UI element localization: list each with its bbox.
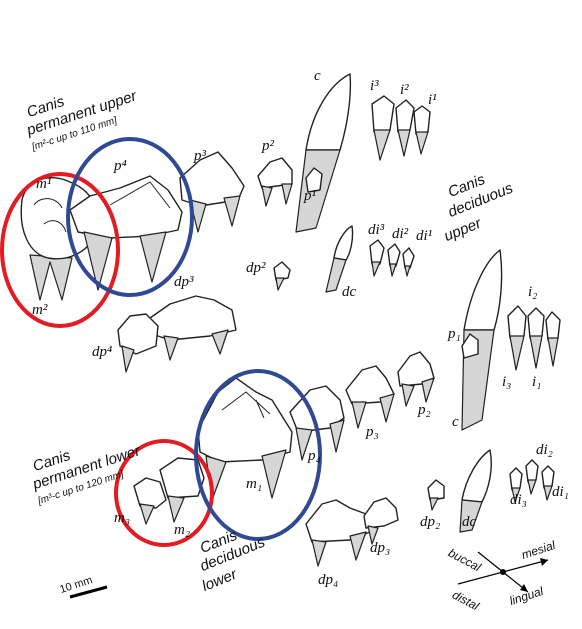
tooth-i3-lower bbox=[508, 306, 526, 338]
tooth-dc-lower bbox=[462, 450, 491, 502]
label-dp3-lower: dp₃ bbox=[370, 540, 390, 557]
tooth-i1-upper bbox=[414, 106, 430, 134]
label-i1-upper: i¹ bbox=[428, 92, 437, 109]
label-di1-upper: di¹ bbox=[416, 228, 432, 245]
label-dp3-upper: dp³ bbox=[174, 274, 194, 291]
label-di3-upper: di³ bbox=[368, 222, 384, 239]
tooth-i2-upper bbox=[396, 100, 414, 132]
label-i2-lower: i₂ bbox=[528, 284, 537, 301]
upper-deciduous-teeth bbox=[118, 226, 414, 372]
tooth-di3-lower bbox=[510, 468, 522, 490]
label-c-upper: c bbox=[314, 68, 321, 85]
label-p2-lower: p₂ bbox=[418, 402, 431, 419]
tooth-dp3-lower bbox=[364, 498, 398, 528]
tooth-di2-upper bbox=[388, 244, 400, 266]
tooth-dp2-upper bbox=[274, 262, 290, 280]
tooth-m3-lower bbox=[134, 478, 166, 508]
label-m1-upper: m¹ bbox=[36, 176, 51, 193]
label-c-lower: c bbox=[452, 414, 459, 431]
label-p3-lower: p₃ bbox=[366, 424, 379, 441]
tooth-di1-upper bbox=[403, 248, 414, 268]
label-dp4-lower: dp₄ bbox=[318, 572, 338, 589]
label-i1-lower: i₁ bbox=[532, 374, 541, 391]
label-di2-upper: di² bbox=[392, 226, 408, 243]
label-p4-lower: p₄ bbox=[308, 448, 321, 465]
label-di3-lower: di₃ bbox=[510, 492, 527, 509]
tooth-dp2-lower bbox=[428, 480, 444, 500]
label-p4-upper: p⁴ bbox=[114, 158, 127, 175]
label-m2-lower: m₂ bbox=[174, 522, 190, 539]
label-p3-upper: p³ bbox=[194, 148, 206, 165]
label-m3-lower: m₃ bbox=[114, 510, 130, 527]
tooth-i1-lower bbox=[546, 312, 560, 340]
label-dp4-upper: dp⁴ bbox=[92, 344, 112, 361]
tooth-p4-upper bbox=[70, 176, 182, 238]
tooth-c-lower bbox=[464, 250, 502, 330]
label-i3-upper: i³ bbox=[370, 78, 379, 95]
label-dp2-lower: dp₂ bbox=[420, 514, 440, 531]
label-i2-upper: i² bbox=[400, 82, 409, 99]
label-p1-lower: p₁ bbox=[448, 326, 461, 343]
tooth-i2-lower bbox=[528, 308, 544, 338]
tooth-di3-upper bbox=[370, 240, 384, 264]
label-m2-upper: m² bbox=[32, 302, 47, 319]
label-p1-upper: p¹ bbox=[304, 188, 316, 205]
label-di2-lower: di₂ bbox=[536, 442, 553, 459]
label-m1-lower: m₁ bbox=[246, 476, 262, 493]
label-i3-lower: i₃ bbox=[502, 374, 511, 391]
label-dp2-upper: dp² bbox=[246, 260, 266, 277]
label-p2-upper: p² bbox=[262, 138, 274, 155]
tooth-i3-upper bbox=[372, 96, 394, 132]
label-di1-lower: di₁ bbox=[552, 484, 569, 501]
tooth-m2-upper bbox=[30, 255, 72, 300]
label-dc-upper: dc bbox=[342, 284, 356, 301]
label-dc-lower: dc bbox=[462, 514, 476, 531]
tooth-c-upper bbox=[306, 74, 350, 150]
tooth-m1-lower bbox=[198, 378, 292, 462]
tooth-di2-lower bbox=[526, 460, 538, 482]
tooth-dc-upper bbox=[334, 226, 353, 260]
